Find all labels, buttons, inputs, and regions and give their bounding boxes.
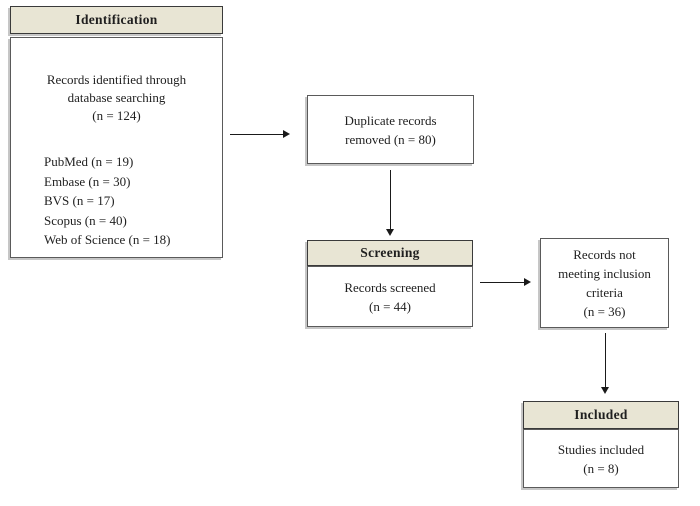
studies-included-line: (n = 8) xyxy=(583,460,619,476)
records-identified-summary: Records identified through database sear… xyxy=(47,71,186,125)
not-meeting-line: (n = 36) xyxy=(583,304,626,319)
arrow-excluded-to-included xyxy=(601,333,609,394)
records-screened-box: Records screened (n = 44) xyxy=(307,266,473,327)
arrowhead-right-icon xyxy=(524,278,531,286)
source-item-web-of-science: Web of Science (n = 18) xyxy=(44,232,171,247)
database-source-list: PubMed (n = 19) Embase (n = 30) BVS (n =… xyxy=(11,152,171,250)
identification-stage-header: Identification xyxy=(10,6,223,34)
arrow-identified-to-duplicates xyxy=(230,130,290,138)
records-identified-box: Records identified through database sear… xyxy=(10,37,223,258)
arrow-duplicates-to-screening xyxy=(386,170,394,236)
source-item-embase: Embase (n = 30) xyxy=(44,173,131,189)
screening-stage-header: Screening xyxy=(307,240,473,266)
identification-stage-label: Identification xyxy=(75,12,158,27)
summary-line: database searching xyxy=(67,90,166,105)
duplicates-removed-box: Duplicate records removed (n = 80) xyxy=(307,95,474,164)
summary-line: (n = 124) xyxy=(92,108,141,123)
summary-line: Records identified through xyxy=(46,72,187,87)
arrowhead-right-icon xyxy=(283,130,290,138)
not-meeting-line: meeting inclusion xyxy=(558,266,651,281)
arrow-screening-to-excluded xyxy=(480,278,531,286)
studies-included-box: Studies included (n = 8) xyxy=(523,429,679,488)
source-item-scopus: Scopus (n = 40) xyxy=(44,212,127,228)
included-stage-label: Included xyxy=(574,407,628,422)
source-item-pubmed: PubMed (n = 19) xyxy=(44,154,134,169)
duplicates-removed-line: Duplicate records xyxy=(344,112,437,128)
not-meeting-line: criteria xyxy=(586,285,623,300)
duplicates-removed-line: removed (n = 80) xyxy=(345,131,436,147)
included-stage-header: Included xyxy=(523,401,679,429)
arrowhead-down-icon xyxy=(386,229,394,236)
studies-included-line: Studies included xyxy=(557,441,645,457)
screening-stage-label: Screening xyxy=(360,245,420,260)
records-screened-line: Records screened xyxy=(344,279,436,295)
records-screened-line: (n = 44) xyxy=(369,298,411,314)
records-not-meeting-criteria-box: Records not meeting inclusion criteria (… xyxy=(540,238,669,328)
not-meeting-line: Records not xyxy=(573,247,636,262)
arrowhead-down-icon xyxy=(601,387,609,394)
source-item-bvs: BVS (n = 17) xyxy=(44,193,115,208)
